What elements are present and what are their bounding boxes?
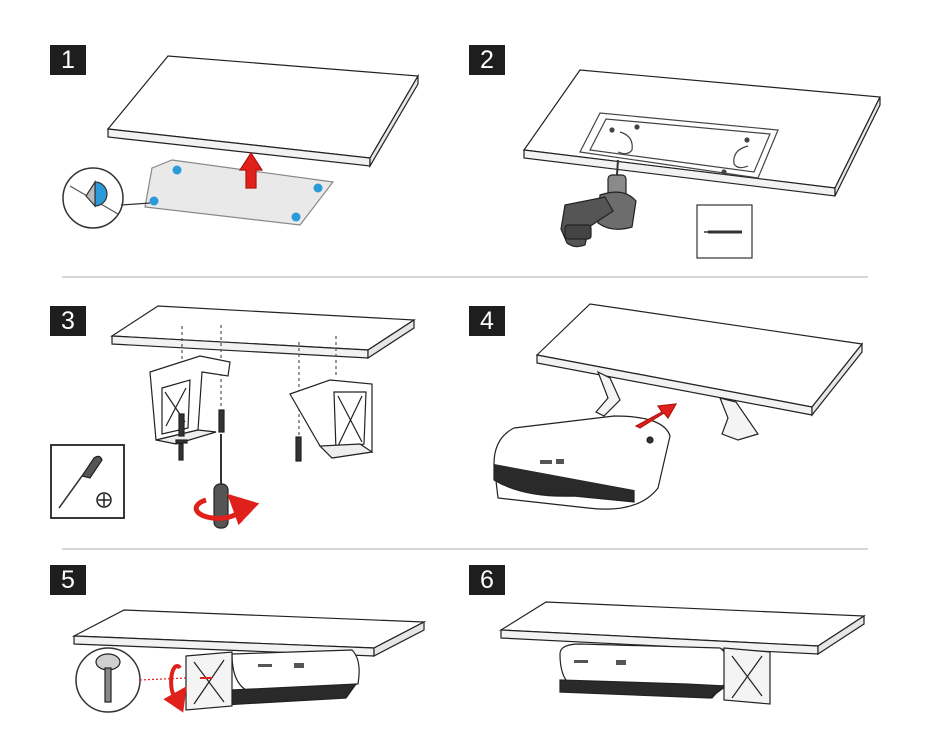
- step-6-illustration: [499, 601, 866, 705]
- bracket-side: [185, 651, 233, 711]
- mounted-console: [559, 643, 730, 699]
- thumb-screw-detail: [75, 647, 187, 713]
- left-bracket: [149, 355, 231, 445]
- template-dot: [313, 183, 323, 193]
- step-1-badge: 1: [50, 45, 86, 75]
- template-dot: [172, 165, 182, 175]
- step-6-badge: 6: [469, 565, 505, 595]
- drill-icon: [560, 159, 637, 248]
- step-2-illustration: [522, 69, 881, 259]
- step-3-badge: 3: [50, 306, 86, 336]
- bracket-side: [723, 647, 771, 705]
- rotate-arrow-icon: [193, 493, 260, 526]
- template-dot: [291, 212, 301, 222]
- shelf-board: [71, 609, 427, 657]
- step-4-illustration: [493, 303, 864, 510]
- row-divider-1: [62, 276, 868, 278]
- push-arrow-icon: [634, 403, 678, 429]
- step-2-badge: 2: [469, 45, 505, 75]
- step-1-illustration: [62, 55, 420, 229]
- shelf-board: [499, 601, 866, 656]
- brackets: [595, 370, 759, 441]
- screwdriver-tool-detail: [50, 444, 125, 519]
- game-console: [493, 415, 671, 510]
- screwdriver-icon: [213, 434, 229, 529]
- row-divider-2: [62, 548, 868, 550]
- drill-bit-detail: [696, 204, 753, 259]
- step-5-illustration: [71, 609, 427, 713]
- right-bracket: [289, 379, 374, 459]
- rotate-arrow-icon: [163, 664, 187, 713]
- screws: [175, 409, 302, 462]
- step-4-badge: 4: [469, 306, 505, 336]
- up-arrow-icon: [238, 151, 264, 189]
- magnifier-detail: [62, 167, 151, 229]
- step-5-badge: 5: [50, 565, 86, 595]
- shelf-board: [535, 303, 864, 417]
- template-dot: [149, 196, 159, 206]
- shelf-board: [106, 55, 420, 169]
- shelf-board: [110, 305, 416, 360]
- template-sheet: [144, 159, 335, 226]
- step-3-illustration: [50, 305, 416, 529]
- template-outline: [579, 112, 779, 179]
- shelf-board: [522, 69, 881, 197]
